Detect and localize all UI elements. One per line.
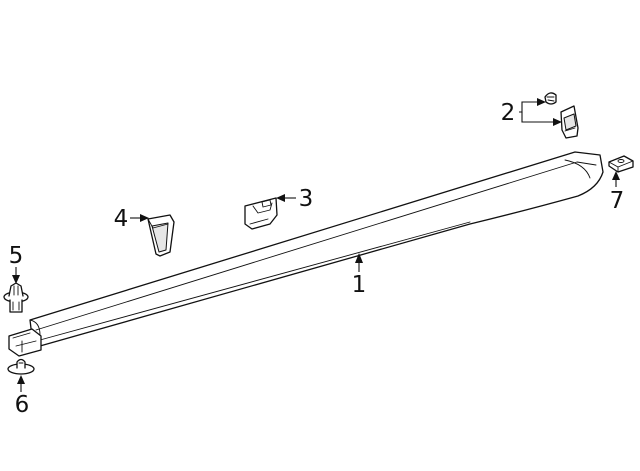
leader-2 xyxy=(519,98,562,126)
end-clip-part[interactable] xyxy=(147,214,175,257)
clip-part-3[interactable] xyxy=(244,197,278,230)
leader-4 xyxy=(130,214,149,222)
callout-4: 4 xyxy=(114,206,129,232)
clip-nut-part[interactable] xyxy=(608,155,634,173)
rocker-molding-part[interactable] xyxy=(29,151,604,347)
callout-3: 3 xyxy=(299,186,314,212)
fastener-part[interactable] xyxy=(7,358,35,375)
clip-bracket-part[interactable] xyxy=(560,105,579,139)
leader-7 xyxy=(612,171,620,187)
callout-5: 5 xyxy=(9,243,24,269)
leader-3 xyxy=(276,194,296,202)
leader-1 xyxy=(355,253,363,272)
callout-7: 7 xyxy=(610,188,625,214)
leader-6 xyxy=(17,375,25,392)
screw-part[interactable] xyxy=(544,92,557,105)
end-bracket-part[interactable] xyxy=(8,328,42,357)
callout-2: 2 xyxy=(501,100,516,126)
callout-6: 6 xyxy=(15,392,30,418)
push-retainer-part[interactable] xyxy=(3,282,29,313)
callout-1: 1 xyxy=(352,272,367,298)
leader-5 xyxy=(12,267,20,284)
